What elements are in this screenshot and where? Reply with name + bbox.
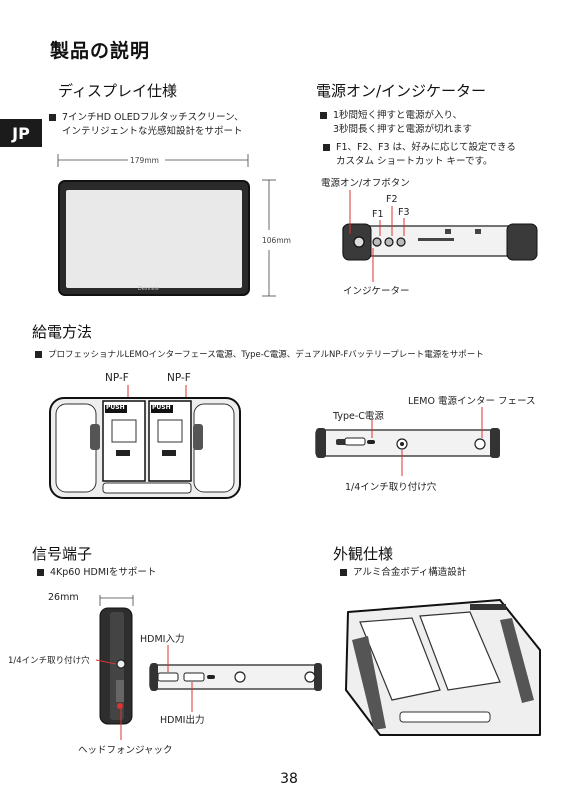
page-title: 製品の説明 [50,40,151,62]
monitor-front: Desview [58,180,250,296]
power-bullet-2: F1、F2、F3 は、好みに応じて設定できる カスタム ショートカット キーです… [323,141,516,169]
display-spec-bullet: 7インチHD OLEDフルタッチスクリーン、 インテリジェントな光感知設計をサポ… [49,111,244,139]
indicator-label: インジケーター [343,286,410,297]
lemo-label: LEMO 電源インター フェース [408,396,536,407]
power-bullet-1: 1秒間短く押すと電源が入り、 3秒間長く押すと電源が切れます [319,109,473,137]
signal-port-heading: 信号端子 [32,545,93,563]
signal-port-bullet: 4Kp60 HDMIをサポート [36,567,157,578]
height-dimension: 106mm [262,236,291,245]
typec-power-label: Type-C電源 [333,411,384,422]
hdmi-in-label: HDMI入力 [140,634,185,645]
power-bullet-2-line1: F1、F2、F3 は、好みに応じて設定できる [336,142,516,153]
push-label-right: PUSH [152,404,171,411]
power-bullet-1-line1: 1秒間短く押すと電源が入り、 [333,110,463,121]
power-indicator-heading: 電源オン/インジケーター [316,82,487,100]
width-dimension: 179mm [130,156,159,165]
appearance-bullet: アルミ合金ボディ構造設計 [339,567,467,578]
page-number: 38 [280,771,298,787]
depth-dimension: 26mm [48,592,79,603]
push-label-left: PUSH [106,404,125,411]
f2-label: F2 [386,194,398,205]
f3-label: F3 [398,207,410,218]
display-spec-heading: ディスプレイ仕様 [58,82,177,100]
power-bullet-2-line2: カスタム ショートカット キーです。 [336,156,493,167]
display-spec-bullet-line1: 7インチHD OLEDフルタッチスクリーン、 [62,112,244,123]
hdmi-out-label: HDMI出力 [160,715,205,726]
display-spec-bullet-line2: インテリジェントな光感知設計をサポート [62,126,243,137]
power-bullet-1-line2: 3秒間長く押すと電源が切れます [333,124,473,135]
mount-hole-label: 1/4インチ取り付け穴 [345,482,437,493]
side-mount-hole-label: 1/4インチ取り付け穴 [8,656,90,666]
power-button-label: 電源オン/オフボタン [321,178,410,189]
monitor-screen [66,190,242,288]
npf-left-label: NP-F [105,372,129,384]
headphone-jack-label: ヘッドフォンジャック [78,745,173,756]
appearance-heading: 外観仕様 [333,545,394,563]
npf-right-label: NP-F [167,372,191,384]
language-tab: JP [0,119,42,147]
f1-label: F1 [372,209,384,220]
power-supply-heading: 給電方法 [32,323,93,341]
brand-logo: Desview [138,286,160,292]
power-supply-bullet: プロフェッショナルLEMOインターフェース電源、Type-C電源、デュアルNP-… [35,350,484,360]
